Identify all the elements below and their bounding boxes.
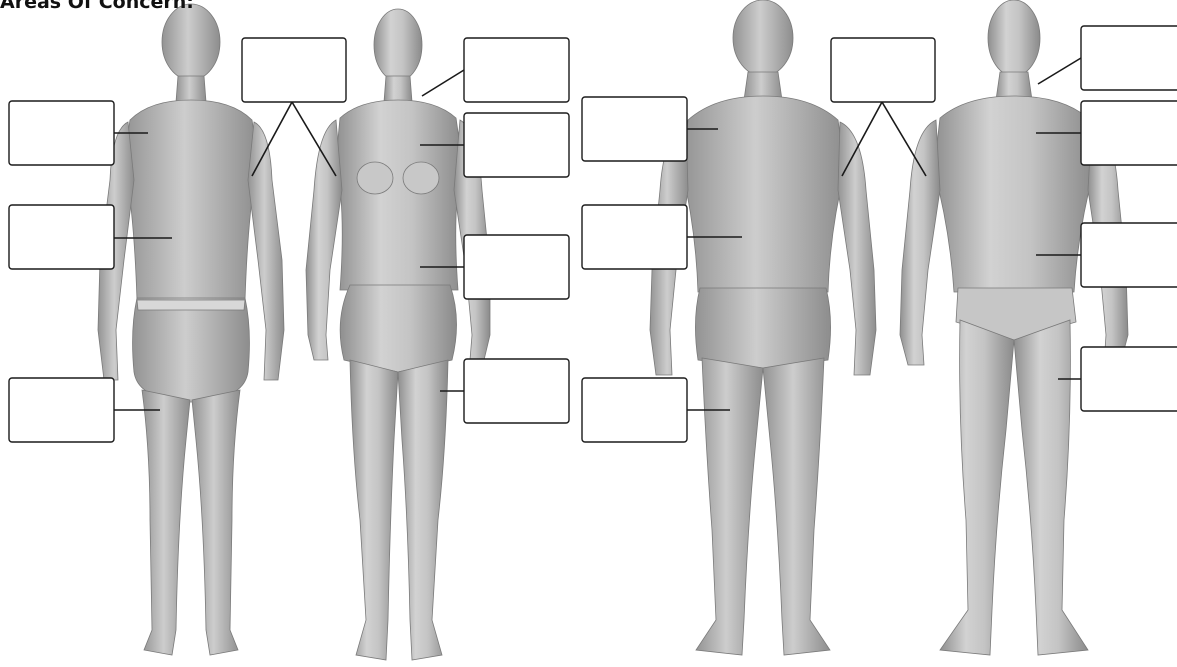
label-box-female-arms[interactable] bbox=[242, 38, 346, 102]
label-box-male-back-mid[interactable] bbox=[582, 205, 687, 269]
label-box-female-back-thigh[interactable] bbox=[9, 378, 114, 442]
label-box-female-front-abdomen[interactable] bbox=[464, 235, 569, 299]
page-title: Areas Of Concern: bbox=[0, 0, 194, 13]
label-box-female-back-mid[interactable] bbox=[9, 205, 114, 269]
label-box-female-front-thigh[interactable] bbox=[464, 359, 569, 423]
label-box-male-front-chest[interactable] bbox=[1081, 101, 1177, 165]
label-box-male-front-neck[interactable] bbox=[1081, 26, 1177, 90]
label-box-female-back-shoulder[interactable] bbox=[9, 101, 114, 165]
label-box-male-back-thigh[interactable] bbox=[582, 378, 687, 442]
label-box-male-arms[interactable] bbox=[831, 38, 935, 102]
label-box-female-front-chest[interactable] bbox=[464, 113, 569, 177]
label-box-male-front-thigh[interactable] bbox=[1081, 347, 1177, 411]
label-box-male-back-shoulder[interactable] bbox=[582, 97, 687, 161]
female-front-figure bbox=[306, 9, 490, 660]
label-box-male-front-abdomen[interactable] bbox=[1081, 223, 1177, 287]
label-box-female-front-neck[interactable] bbox=[464, 38, 569, 102]
